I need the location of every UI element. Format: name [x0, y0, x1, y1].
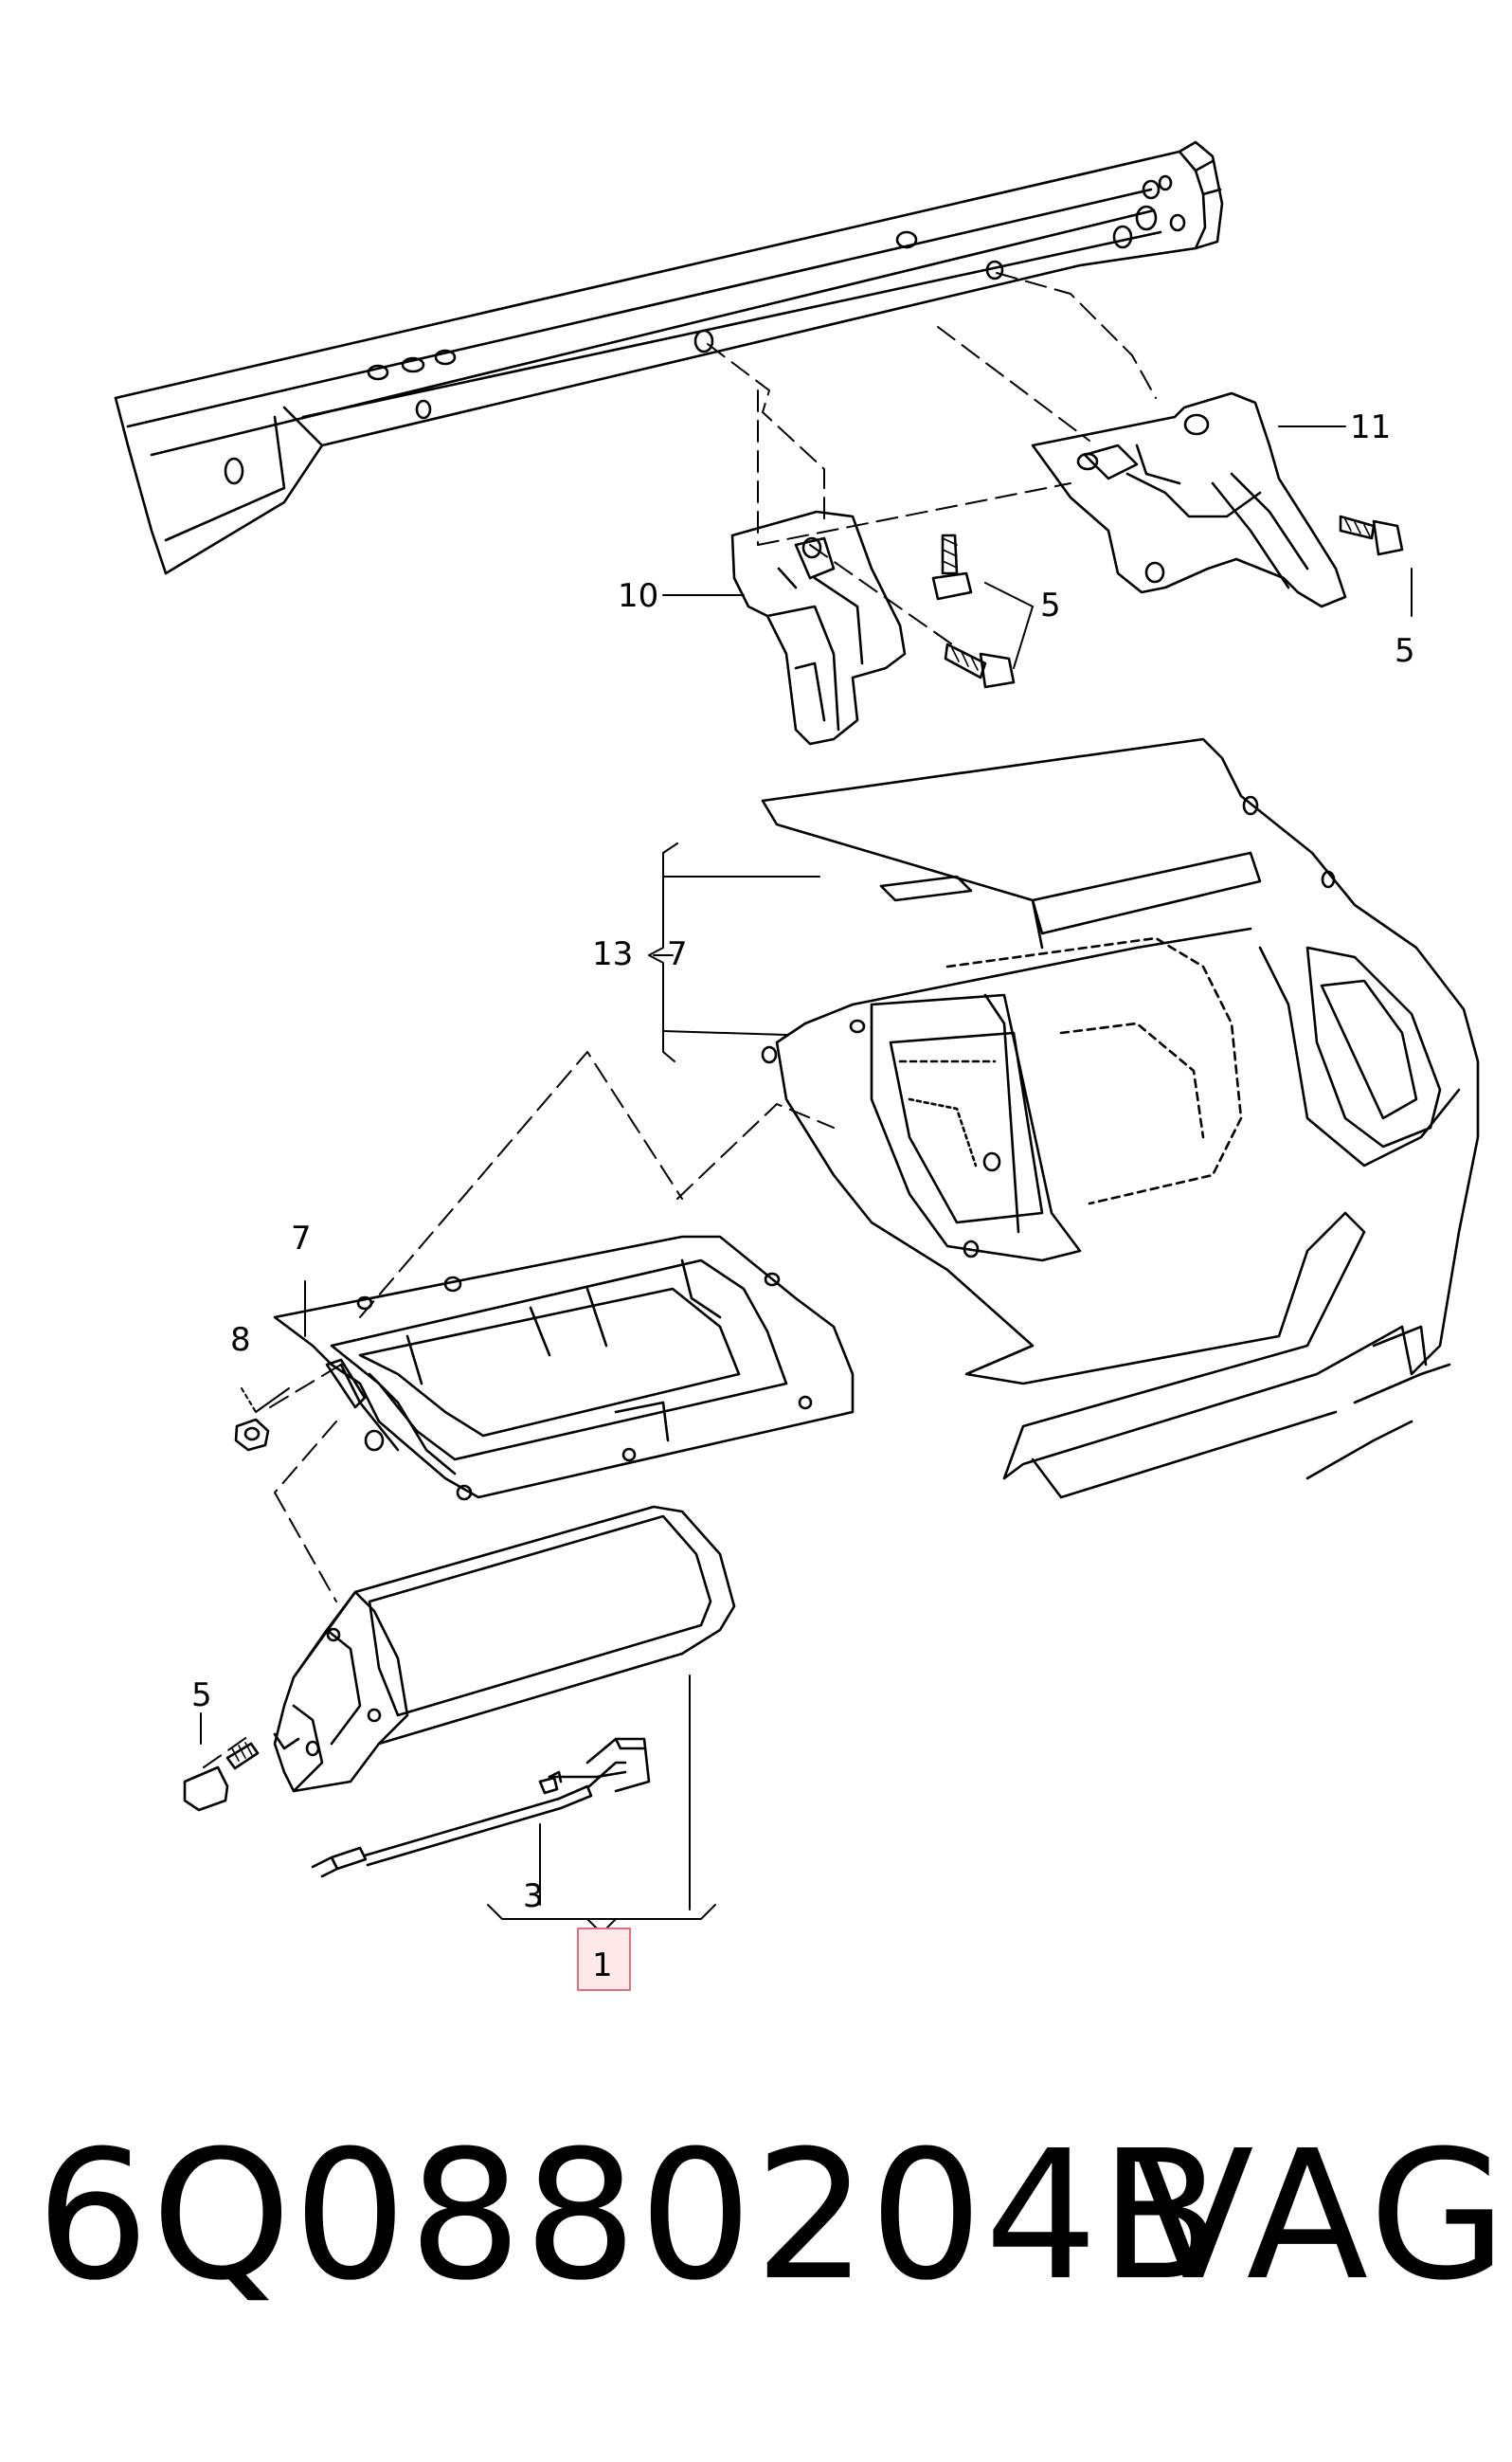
bolt-middle	[944, 643, 1016, 689]
callout-5-right: 5	[1395, 632, 1415, 670]
nut-8	[234, 1418, 270, 1452]
brand-name: VAG	[1132, 2112, 1511, 2320]
callout-13: 13	[592, 935, 633, 973]
callout-3: 3	[523, 1877, 544, 1915]
callout-11: 11	[1350, 408, 1391, 446]
wiring-harness	[311, 1737, 651, 1906]
callout-1: 1	[592, 1946, 613, 1984]
airbag-frame	[273, 1235, 855, 1501]
callout-7-top: 7	[667, 935, 688, 973]
part-number: 6Q0880204B	[36, 2112, 1224, 2320]
callout-5-middle: 5	[1040, 587, 1061, 625]
bracket-11	[1031, 391, 1347, 608]
airbag-module	[273, 1505, 736, 1793]
bolt-right	[1339, 515, 1404, 556]
bolt-top	[931, 534, 973, 601]
dashboard-panel	[761, 737, 1480, 1499]
callout-5-left: 5	[191, 1676, 212, 1714]
callout-1-highlight	[577, 1928, 631, 1991]
bracket-10	[730, 510, 907, 746]
cross-member-beam	[114, 140, 1224, 575]
callout-10: 10	[618, 577, 658, 615]
callout-8: 8	[230, 1321, 251, 1359]
bolt-left	[183, 1712, 260, 1812]
callout-7-left: 7	[291, 1220, 312, 1258]
